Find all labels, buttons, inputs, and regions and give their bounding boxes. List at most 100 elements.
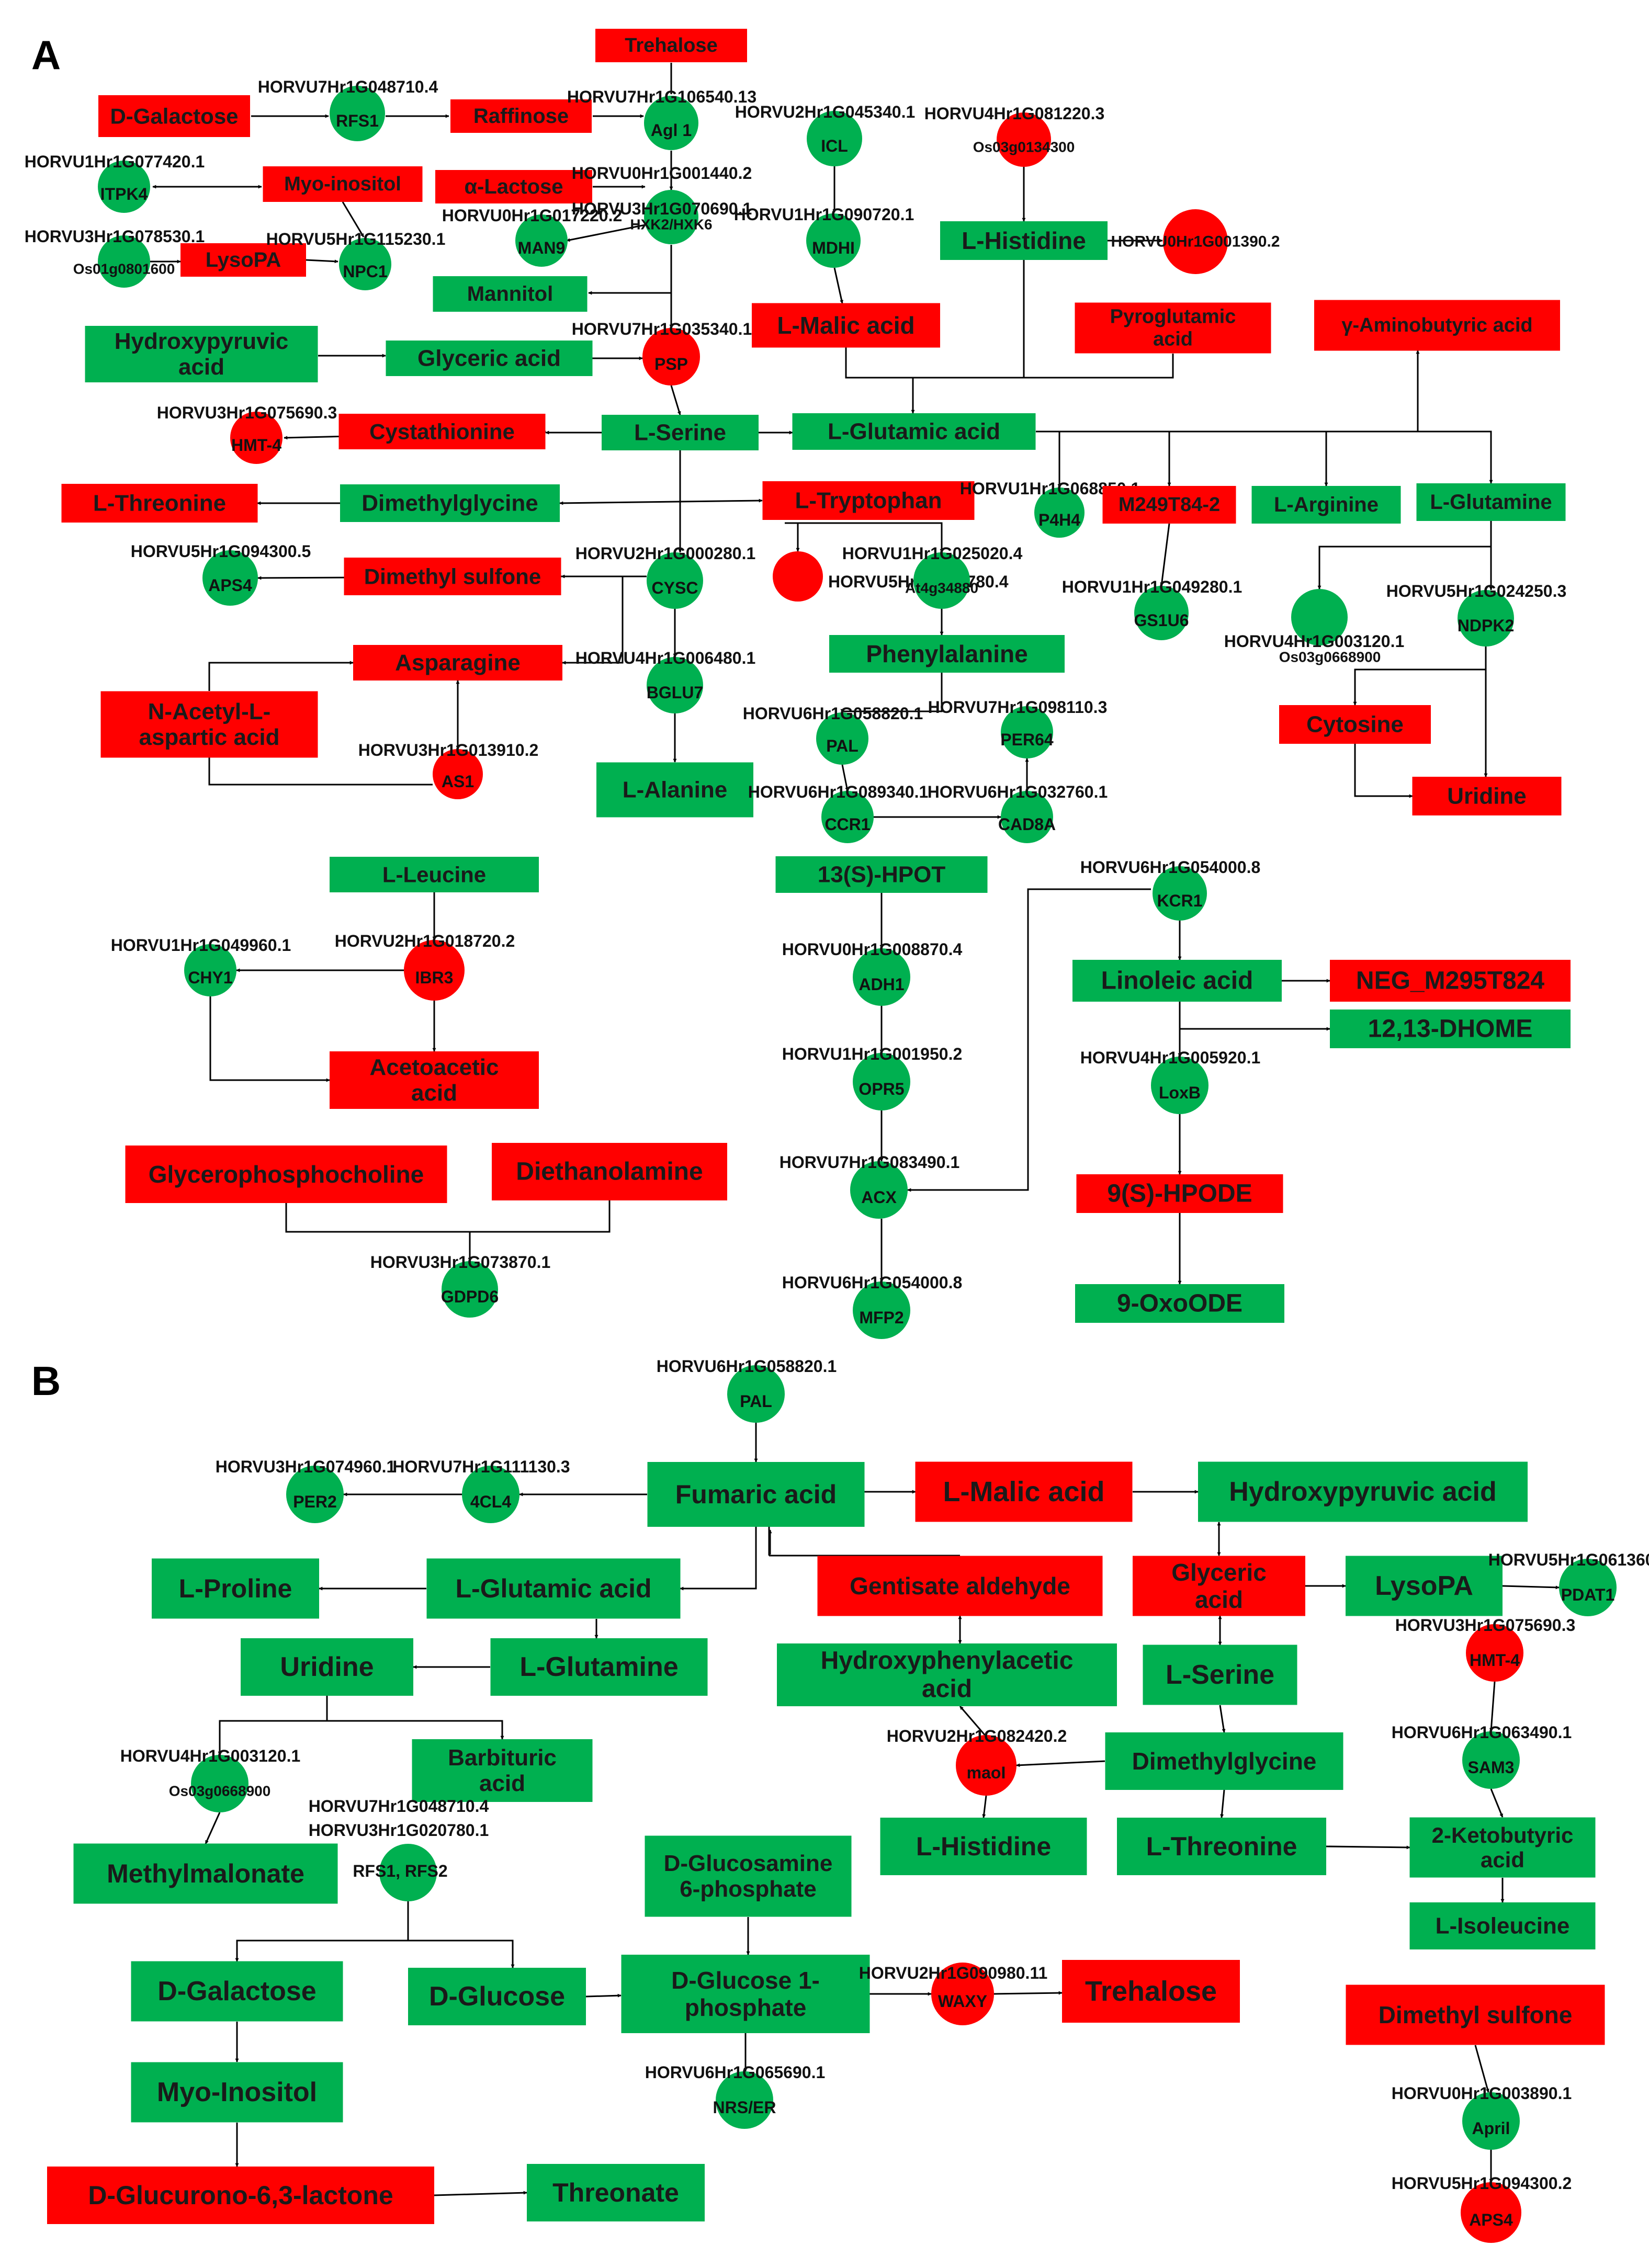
metabolite-box: L-Threonine	[1117, 1818, 1326, 1875]
metabolite-label: γ-Aminobutyric acid	[1341, 314, 1532, 336]
gene-id-label: HORVU6Hr1G054000.8	[1080, 858, 1261, 877]
metabolite-label: L-Glutamic acid	[828, 419, 1000, 445]
metabolite-box-fill	[241, 1638, 413, 1696]
metabolite-box: Trehalose	[1062, 1960, 1240, 2023]
metabolite-box: Dimethylglycine	[340, 484, 560, 522]
metabolite-box-fill	[1251, 486, 1401, 524]
gene-circle	[1291, 589, 1348, 645]
metabolite-box: D-Glucurono-6,3-lactone	[47, 2167, 434, 2224]
metabolite-box-fill	[131, 2062, 343, 2123]
gene-id-label: HORVU2Hr1G018720.2	[335, 932, 515, 950]
metabolite-label: acid	[922, 1675, 972, 1703]
metabolite-label: D-Glucose	[429, 1981, 565, 2012]
gene-circle	[1559, 1559, 1617, 1616]
metabolite-box-fill	[125, 1146, 447, 1203]
metabolite-box: L-Malic acid	[752, 303, 940, 348]
metabolite-box-fill	[752, 303, 940, 348]
gene-id-label: HORVU3Hr1G020780.1	[309, 1821, 489, 1840]
metabolite-box-fill	[1143, 1645, 1297, 1705]
panel-label-b: B	[31, 1358, 61, 1404]
gene-id-label: HORVU4Hr1G005920.1	[1080, 1048, 1261, 1067]
metabolite-box-fill	[426, 1558, 681, 1619]
gene-circle	[1462, 1731, 1520, 1789]
metabolite-label: Glycerophosphocholine	[149, 1161, 424, 1188]
metabolite-box-fill	[98, 95, 250, 137]
pathway-edge	[559, 498, 763, 505]
metabolite-box-fill	[344, 558, 561, 595]
pathway-edge	[1490, 1788, 1504, 1818]
metabolite-box: LysoPA	[180, 243, 306, 277]
pathway-edge	[1489, 1681, 1496, 1732]
pathway-edge	[562, 576, 624, 665]
gene-id-label: HORVU7Hr1G048710.4	[258, 77, 438, 96]
metabolite-box: L-Glutamic acid	[792, 413, 1036, 450]
metabolite-label: N-Acetyl-L-	[148, 699, 271, 724]
gene-circle	[647, 552, 703, 609]
gene-circle	[727, 1365, 785, 1423]
gene-node: PDAT1HORVU5Hr1G061360.1	[1488, 1550, 1649, 1616]
gene-symbol-label: BGLU7	[647, 683, 703, 702]
metabolite-label: L-Threonine	[1146, 1832, 1297, 1861]
metabolite-box-fill	[596, 762, 753, 818]
metabolite-box: L-Serine	[1143, 1645, 1297, 1705]
pathway-edge	[209, 996, 330, 1082]
metabolite-box-fill	[412, 1739, 593, 1802]
gene-id-label: HORVU4Hr1G006480.1	[575, 649, 756, 667]
metabolite-label: Dimethylglycine	[1132, 1748, 1317, 1775]
gene-circle	[716, 2071, 773, 2129]
gene-id-label: HORVU3Hr1G073870.1	[370, 1253, 551, 1272]
metabolite-label: Dimethyl sulfone	[364, 564, 541, 589]
metabolite-box-fill	[450, 99, 592, 133]
metabolite-box: Cytosine	[1279, 705, 1431, 744]
metabolite-box: Hydroxypyruvic acid	[1198, 1461, 1528, 1522]
gene-id-label: HORVU3Hr1G074960.1	[216, 1457, 396, 1476]
gene-symbol-label: CHY1	[188, 968, 232, 987]
gene-circle	[853, 1282, 910, 1339]
gene-circle	[807, 111, 862, 166]
metabolite-box-fill	[621, 1955, 870, 2033]
gene-circle	[1163, 209, 1228, 274]
metabolite-label: Diethanolamine	[516, 1158, 703, 1186]
metabolite-box: Asparagine	[353, 645, 562, 681]
gene-circle	[956, 1735, 1016, 1796]
metabolite-label: L-Malic acid	[777, 312, 914, 339]
gene-id-label: HORVU2Hr1G082420.2	[887, 1727, 1067, 1745]
metabolite-box-fill	[85, 326, 318, 382]
gene-id-label: HORVU7Hr1G098110.3	[928, 698, 1108, 717]
metabolite-label: phosphate	[685, 1994, 807, 2021]
metabolite-box-fill	[940, 221, 1108, 260]
gene-circle	[1153, 866, 1207, 921]
metabolite-label: L-Tryptophan	[795, 488, 942, 514]
metabolite-box-fill	[1330, 1010, 1571, 1048]
metabolite-box-fill	[340, 484, 560, 522]
gene-node: HORVU0Hr1G001390.2	[1111, 209, 1280, 274]
panel-label-a: A	[31, 32, 61, 78]
pathway-edge	[1317, 546, 1491, 589]
gene-circle	[997, 112, 1051, 167]
metabolite-label: acid	[479, 1771, 525, 1796]
gene-symbol-label: HMT-4	[1470, 1651, 1520, 1670]
metabolite-box: Phenylalanine	[829, 635, 1065, 673]
pathway-edge	[1326, 1845, 1410, 1850]
metabolite-label: L-Serine	[1166, 1660, 1274, 1690]
gene-id-label: HORVU6Hr1G058820.1	[743, 704, 923, 723]
metabolite-box: Mannitol	[433, 276, 588, 312]
metabolite-box: N-Acetyl-L-aspartic acid	[100, 691, 318, 758]
gene-id-label: HORVU7Hr1G035340.1	[572, 320, 752, 338]
metabolite-box-fill	[131, 1961, 343, 2022]
metabolite-label: α-Lactose	[464, 175, 563, 198]
